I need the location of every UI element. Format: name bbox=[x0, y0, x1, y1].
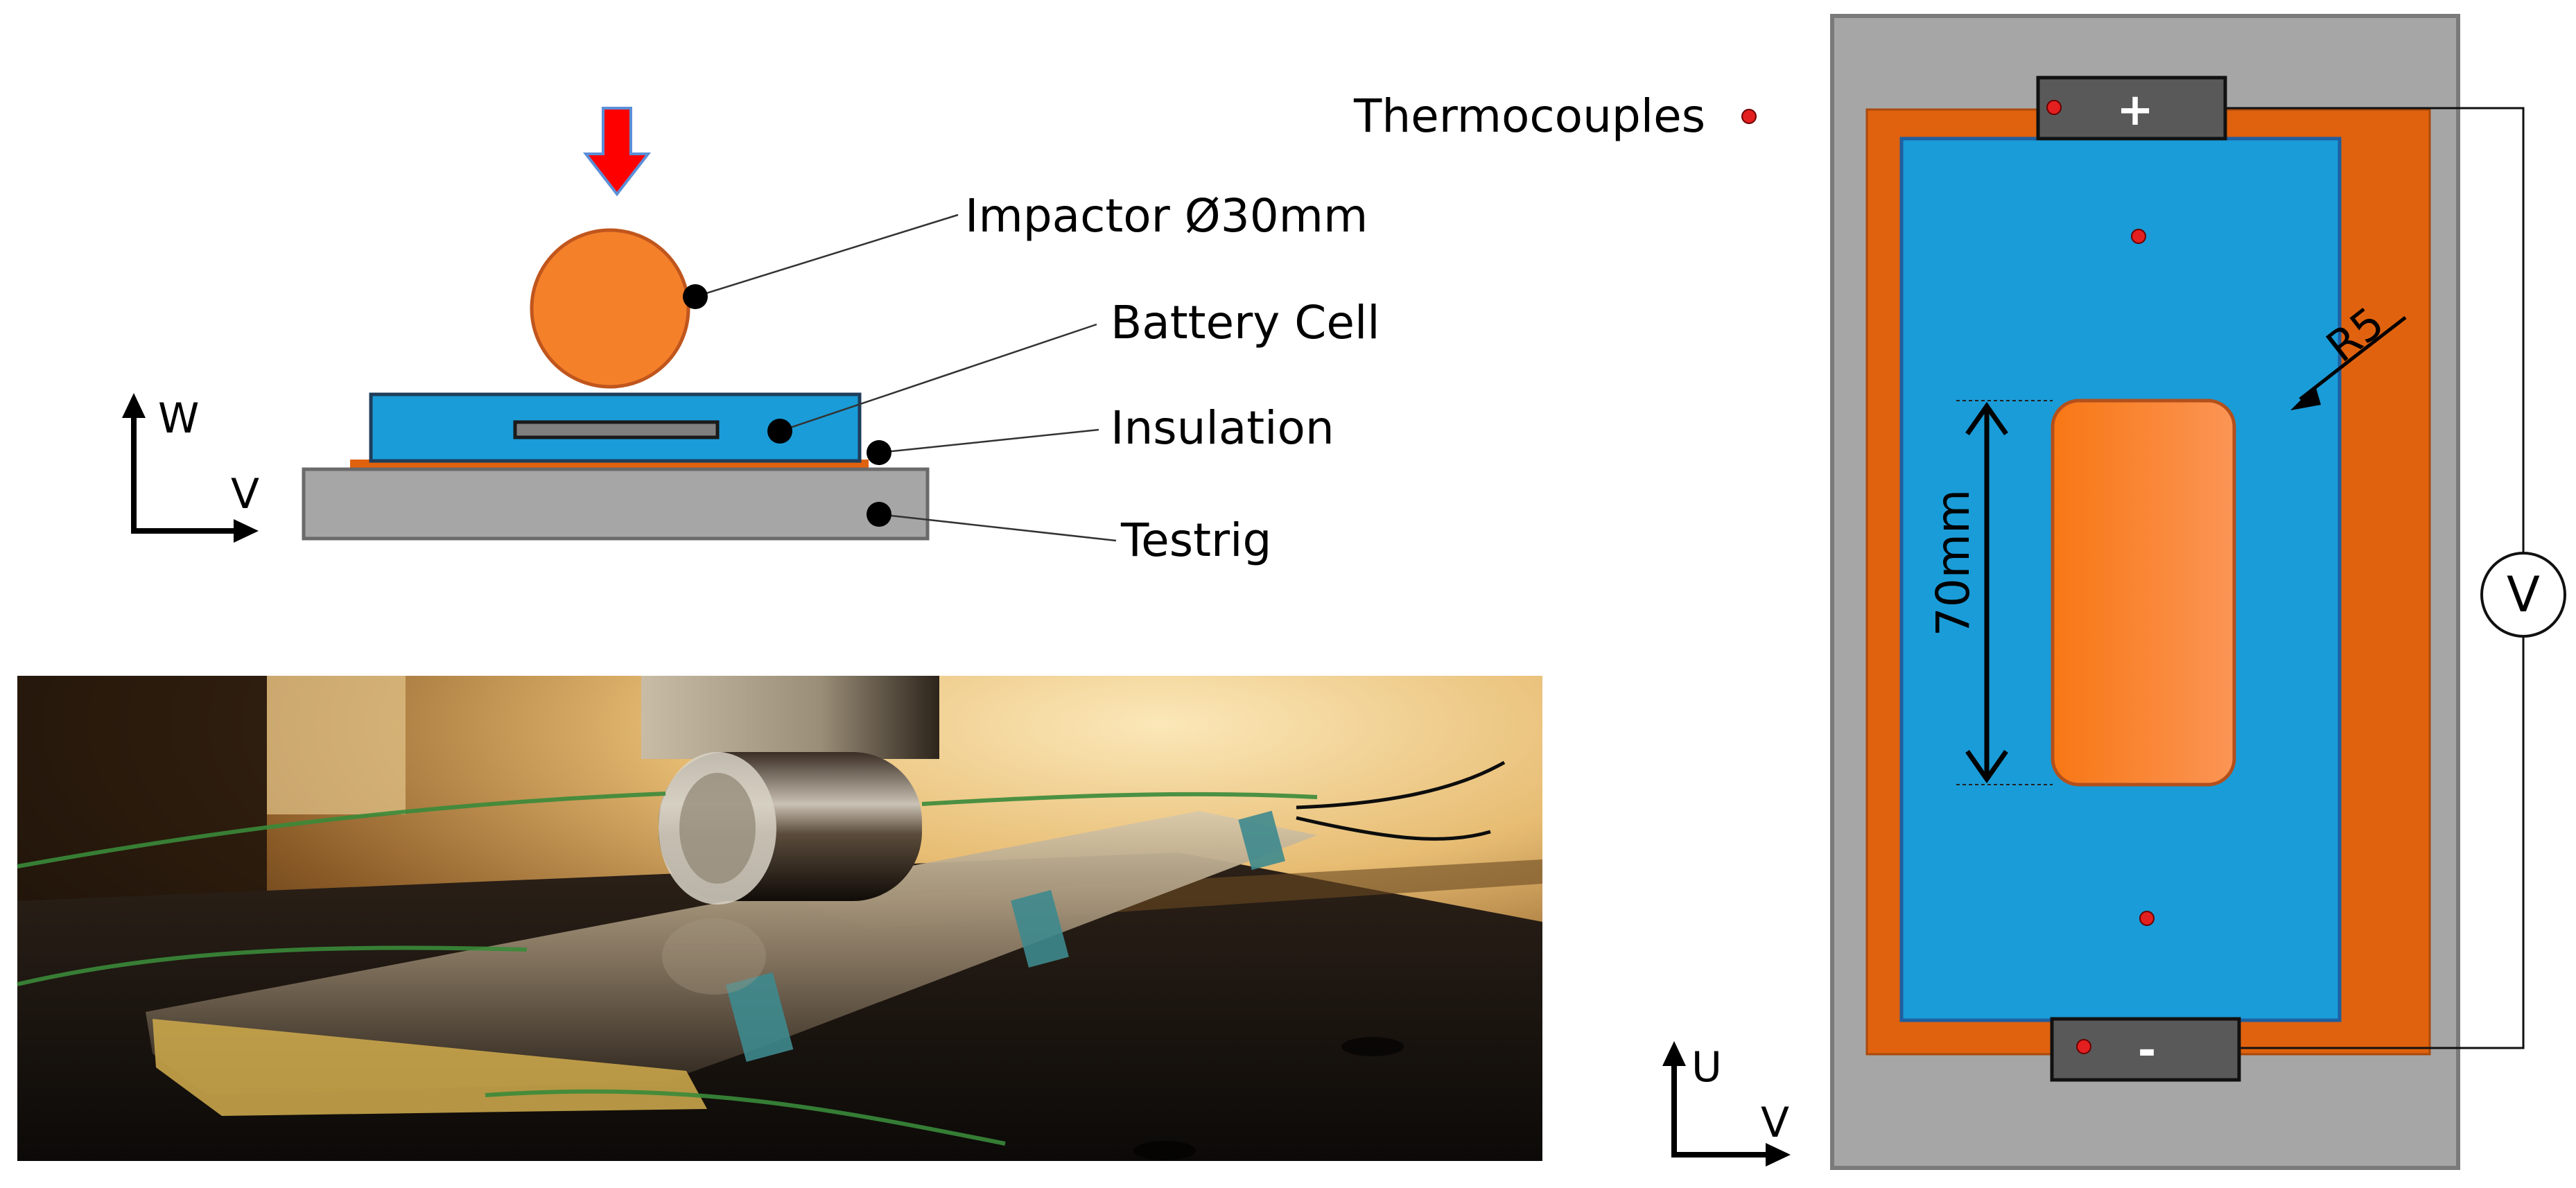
negative-terminal-label: - bbox=[2138, 1025, 2157, 1076]
impactor-ball bbox=[530, 228, 690, 389]
thermocouple-lower bbox=[2139, 911, 2155, 926]
voltmeter-label: V bbox=[2507, 566, 2540, 623]
force-arrow bbox=[582, 107, 652, 197]
length-label: 70mm bbox=[1926, 489, 1980, 637]
battery-cell-label: Battery Cell bbox=[1111, 296, 1380, 349]
length-dimension: 70mm bbox=[1926, 400, 2053, 785]
thermocouple-negative bbox=[2076, 1039, 2091, 1054]
top-view-axes: U V bbox=[1662, 1041, 1791, 1167]
side-view-axes: W V bbox=[122, 393, 259, 543]
axis-label-v-top: V bbox=[1761, 1099, 1789, 1147]
thermocouple-legend-dot bbox=[1741, 109, 1757, 124]
battery-marker-dot bbox=[767, 419, 792, 444]
impactor-label: Impactor Ø30mm bbox=[965, 189, 1368, 243]
impactor-marker-dot bbox=[683, 284, 708, 309]
test-setup-photo bbox=[17, 676, 1542, 1161]
battery-electrode bbox=[513, 420, 720, 439]
thermocouples-label: Thermocouples bbox=[1353, 89, 1705, 143]
side-view-diagram: Impactor Ø30mm Battery Cell Insulation T… bbox=[122, 107, 1380, 567]
impact-zone bbox=[2051, 399, 2236, 787]
positive-terminal bbox=[2036, 76, 2227, 141]
testrig-marker-dot bbox=[867, 502, 891, 527]
axis-label-v-side: V bbox=[231, 470, 259, 518]
testrig-label: Testrig bbox=[1120, 514, 1271, 567]
insulation-label: Insulation bbox=[1111, 401, 1334, 455]
voltmeter bbox=[2480, 552, 2566, 638]
voltmeter-circuit: V bbox=[2225, 107, 2566, 1049]
thermocouple-upper bbox=[2131, 229, 2146, 244]
axis-label-w: W bbox=[158, 394, 199, 443]
axis-label-u: U bbox=[1691, 1043, 1722, 1092]
insulation-marker-dot bbox=[867, 440, 891, 465]
top-view-diagram: + - V Thermocouples 70mm bbox=[1353, 14, 2566, 1170]
testrig-block bbox=[302, 467, 930, 541]
positive-terminal-label: + bbox=[2116, 85, 2154, 136]
leader-lines bbox=[695, 213, 1117, 542]
thermocouple-positive bbox=[2046, 100, 2062, 115]
